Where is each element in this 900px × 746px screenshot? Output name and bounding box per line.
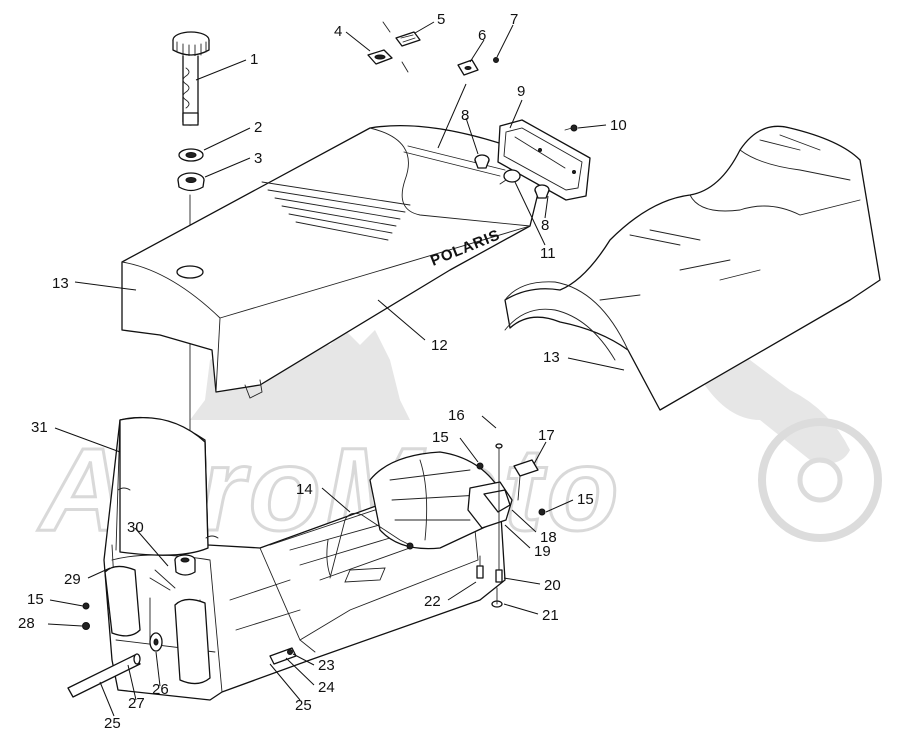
callout-15a: 15 [432,429,449,446]
callout-19: 19 [534,543,551,560]
fuel-hose [67,653,141,698]
grommet-3 [177,172,205,192]
callout-6: 6 [478,27,486,44]
screw-21 [491,587,503,608]
callout-5: 5 [437,11,445,28]
bolt-16 [495,443,503,571]
callout-21: 21 [542,607,559,624]
callout-22: 22 [424,593,441,610]
grommet-15b [538,508,546,516]
callout-14: 14 [296,481,313,498]
grommet-2 [178,148,204,162]
stud-22 [476,555,484,579]
callout-25a: 25 [295,697,312,714]
vent-tube [329,512,411,579]
callout-25b: 25 [104,715,121,732]
nut-28 [82,622,90,630]
clamp-26 [149,632,163,652]
callout-16: 16 [448,407,465,424]
callout-31: 31 [31,419,48,436]
vent-tube-end [406,542,414,550]
pin-8a [474,154,490,169]
fuel-tank-panel [117,417,219,556]
fuel-cap-gauge [172,31,210,126]
callout-8a: 8 [461,107,469,124]
callout-13b: 13 [543,349,560,366]
callout-3: 3 [254,150,262,167]
callout-29: 29 [64,571,81,588]
callout-11: 11 [540,245,556,262]
emblem-4 [367,49,393,65]
seat-cushion [504,125,881,411]
callout-30: 30 [127,519,144,536]
callout-9: 9 [517,83,525,100]
pin-8b [534,184,550,199]
bracket-17 [513,459,539,501]
grommet-15a [476,462,484,470]
callout-27: 27 [128,695,145,712]
bulb-11 [499,169,521,185]
callout-15b: 15 [577,491,594,508]
callout-24: 24 [318,679,335,696]
callout-1: 1 [250,51,258,68]
callout-13a: 13 [52,275,69,292]
emblem-5 [382,21,421,73]
callout-7: 7 [510,11,518,28]
callout-2: 2 [254,119,262,136]
callout-23: 23 [318,657,335,674]
callout-18: 18 [540,529,557,546]
callout-28: 28 [18,615,35,632]
callout-8b: 8 [541,217,549,234]
callout-4: 4 [334,23,342,40]
screw-10 [564,124,578,132]
leader-lines [47,21,625,717]
callout-10: 10 [610,117,627,134]
stud-20 [495,569,503,583]
rivet-7 [493,57,499,63]
callout-17: 17 [538,427,555,444]
callout-labels: 1 2 3 4 5 6 7 8 8 9 10 11 12 13 13 14 15… [18,11,627,732]
callout-20: 20 [544,577,561,594]
callout-26: 26 [152,681,169,698]
callout-12: 12 [431,337,448,354]
tail-light-housing [497,119,591,201]
callout-15c: 15 [27,591,44,608]
emblem-6 [457,59,479,76]
seat-block [369,451,513,550]
grommet-15c [82,602,90,610]
